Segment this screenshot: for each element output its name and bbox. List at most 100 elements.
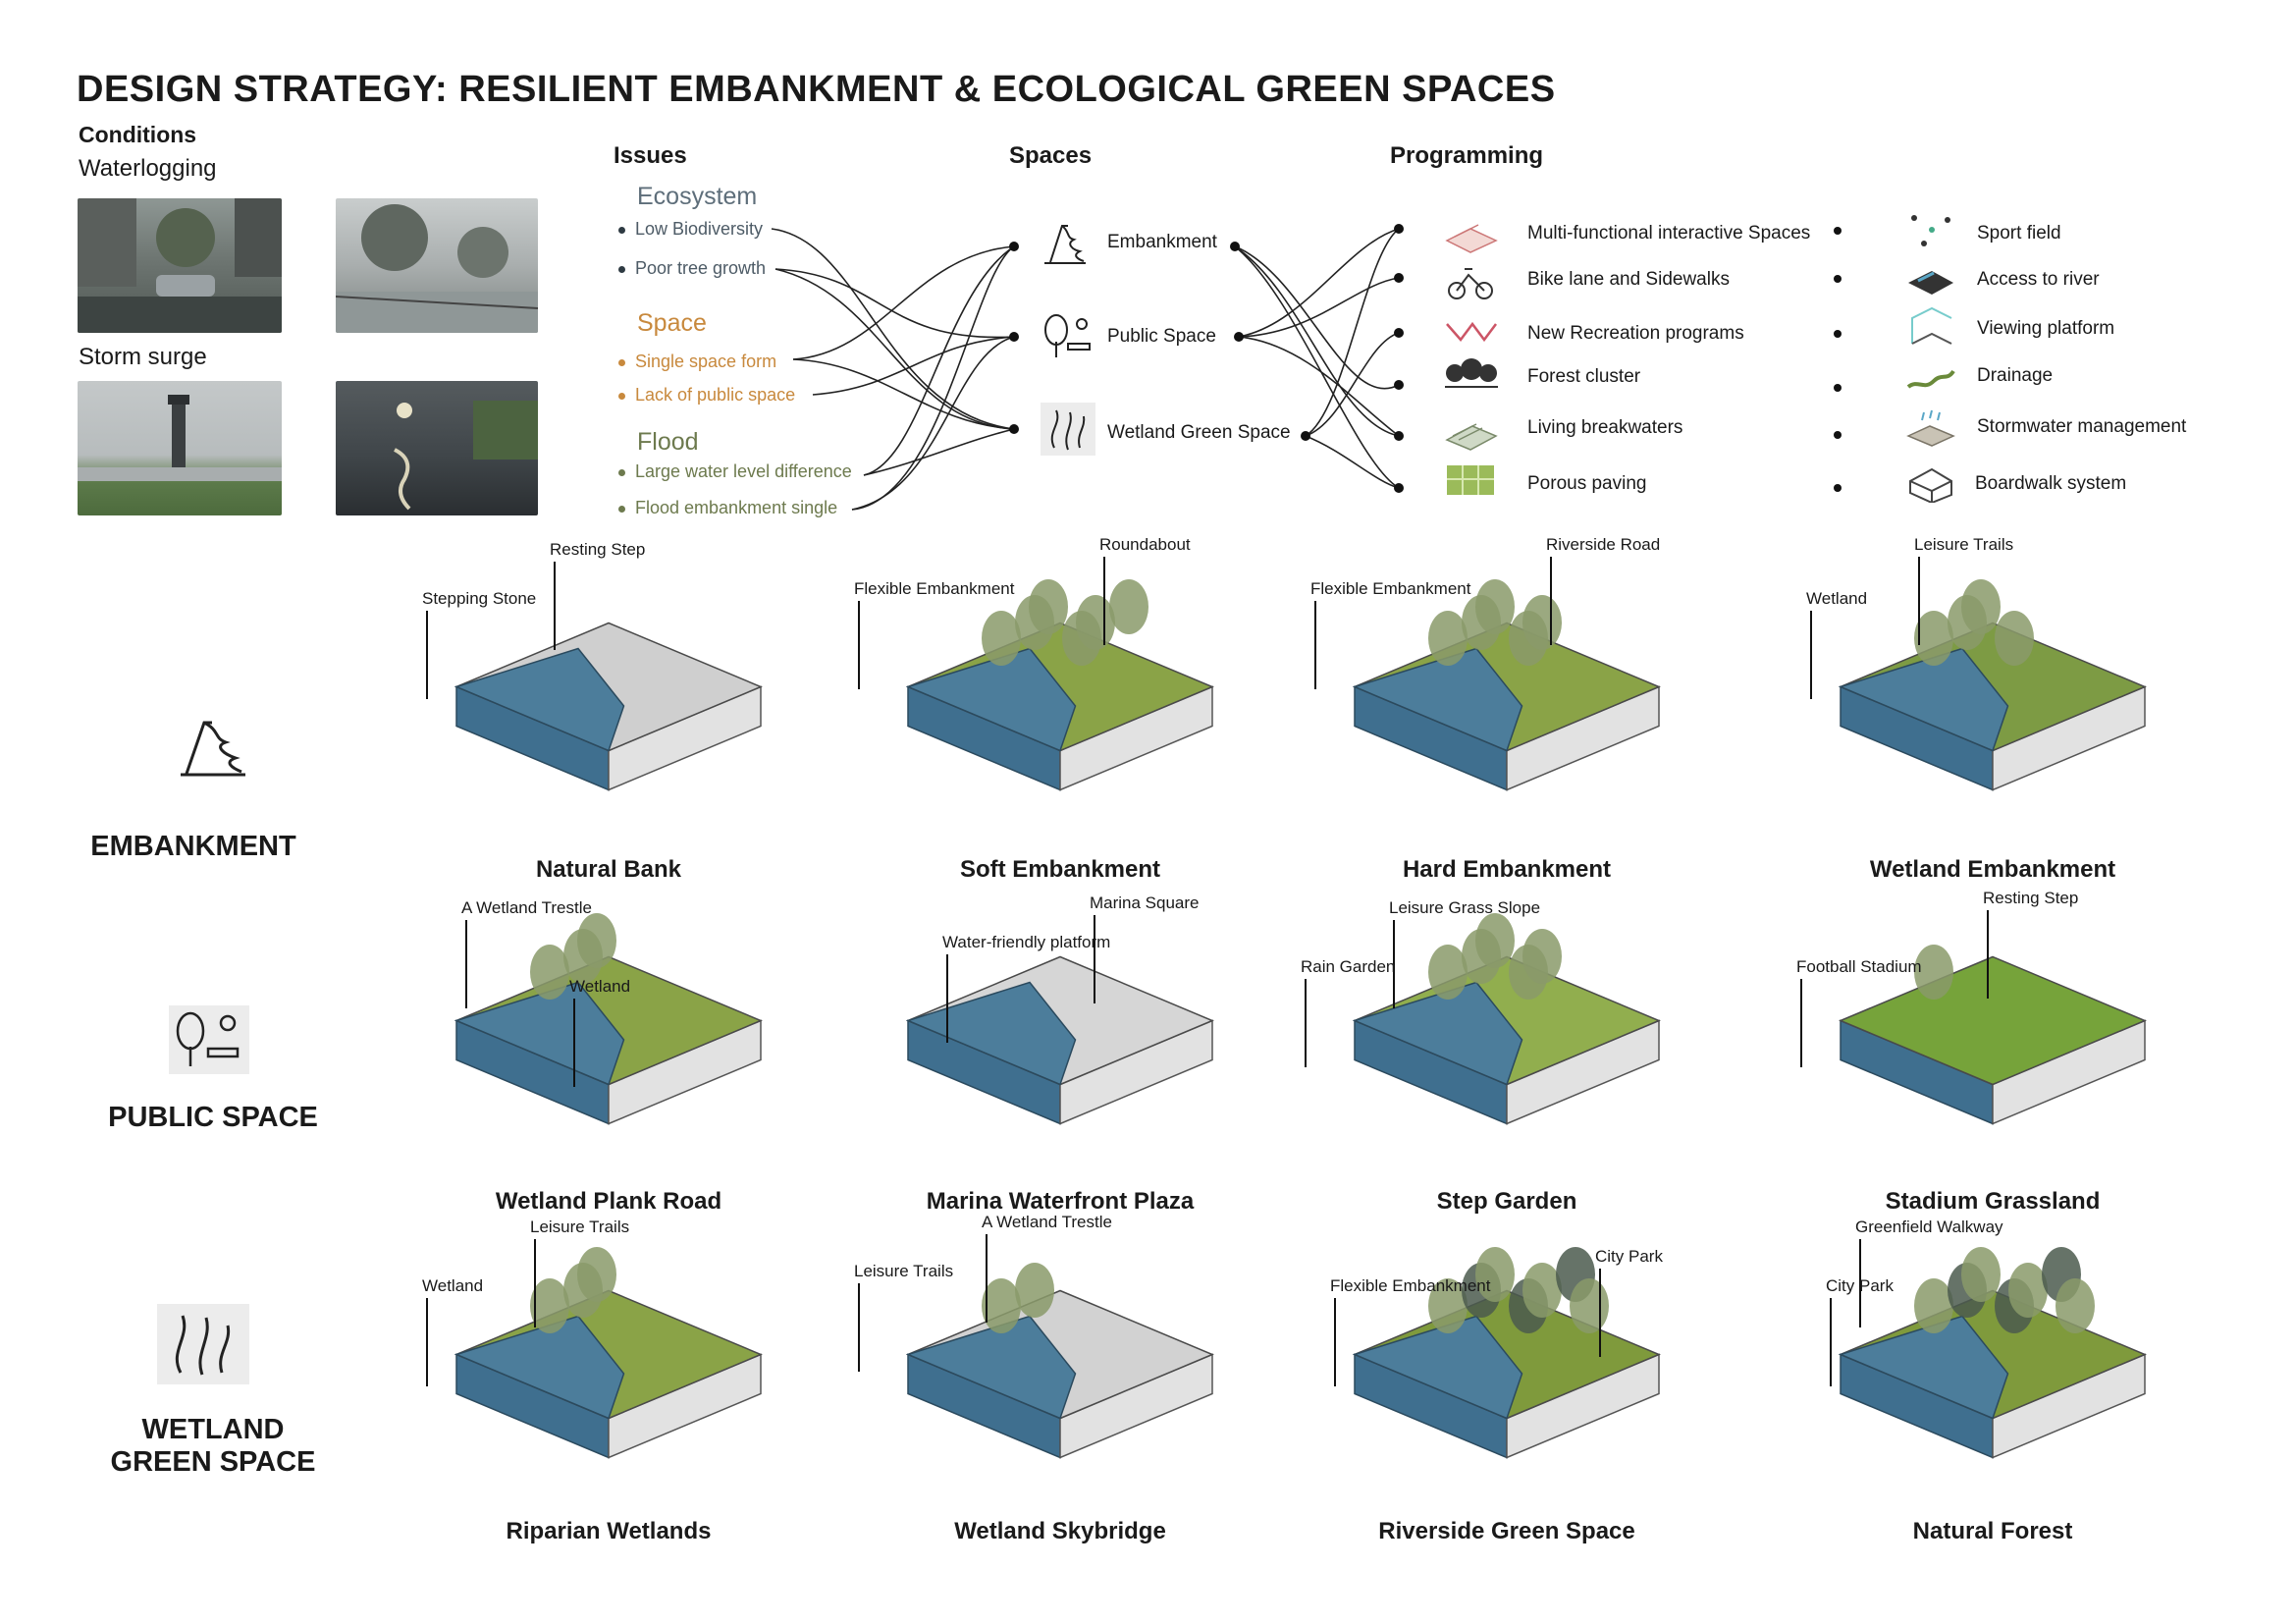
- block-water-surface: [454, 647, 625, 752]
- block-water-surface: [1352, 647, 1523, 752]
- storm-surge-label: Storm surge: [79, 344, 207, 370]
- night-flood-scene: [394, 401, 538, 511]
- annotation-leader-line: [986, 1234, 988, 1323]
- block-annotation: Water-friendly platform: [942, 933, 1111, 951]
- block-annotation: Resting Step: [1983, 889, 2079, 907]
- annotation-leader-line: [534, 1239, 536, 1327]
- block-annotation: Leisure Grass Slope: [1389, 898, 1541, 917]
- block-annotation: Wetland: [1806, 589, 1868, 608]
- program-drainage: Drainage: [1977, 365, 2054, 386]
- annotation-leader-line: [1810, 611, 1812, 699]
- program-dot: [1834, 484, 1842, 492]
- tree: [1995, 611, 2034, 666]
- tree: [1914, 611, 1953, 666]
- access-to-river-icon: [1908, 271, 1953, 295]
- annotation-leader-line: [1918, 557, 1920, 645]
- multi-functional-icon: [1445, 224, 1498, 253]
- tree: [1961, 579, 2001, 634]
- block-annotation: Flexible Embankment: [1310, 579, 1471, 598]
- waterlogging-photo-2: [336, 198, 538, 333]
- block-caption: Stadium Grassland: [1885, 1188, 2101, 1215]
- block-caption: Natural Forest: [1912, 1518, 2073, 1544]
- annotation-leader-line: [554, 562, 556, 650]
- issue-poor-tree-growth: Poor tree growth: [618, 258, 766, 279]
- tree: [577, 1247, 616, 1302]
- program-bike-lane-and-sidewalks: Bike lane and Sidewalks: [1527, 269, 1730, 290]
- tree: [1015, 1263, 1054, 1318]
- tree: [1475, 913, 1515, 968]
- annotation-leader-line: [858, 1283, 860, 1372]
- street-flood-scene: [78, 198, 282, 333]
- block-water-surface: [454, 981, 625, 1086]
- block-annotation: Wetland: [569, 977, 631, 996]
- tree: [1522, 929, 1562, 984]
- annotation-leader-line: [426, 611, 428, 699]
- row-label-public-space: PUBLIC SPACE: [108, 1102, 318, 1133]
- annotation-leader-line: [1859, 1239, 1861, 1327]
- block-water-surface: [1352, 981, 1523, 1086]
- flooded-promenade-scene: [336, 204, 538, 333]
- row-label-wetland-line2: GREEN SPACE: [110, 1446, 316, 1478]
- program-boardwalk-system: Boardwalk system: [1975, 473, 2127, 494]
- annotation-leader-line: [1305, 979, 1307, 1067]
- tree: [1428, 945, 1468, 1000]
- issue-category-ecosystem: Ecosystem: [637, 183, 758, 210]
- waterlogging-photo-1: [78, 198, 282, 333]
- tree: [1428, 611, 1468, 666]
- tree: [1570, 1278, 1609, 1333]
- block-annotation: City Park: [1595, 1247, 1663, 1266]
- annotation-leader-line: [1550, 557, 1552, 645]
- storm-surge-photo-1: [78, 381, 282, 515]
- tree: [530, 945, 569, 1000]
- drainage-icon: [1906, 369, 1955, 389]
- stormwater-management-icon: [1906, 409, 1955, 447]
- public-space-icon: [1044, 314, 1091, 357]
- annotation-leader-line: [1314, 601, 1316, 689]
- wetland-green-space-icon: [1041, 403, 1095, 456]
- forest-cluster-icon: [1445, 358, 1498, 388]
- block-water-surface: [905, 1315, 1077, 1420]
- section-block: [454, 622, 763, 791]
- issue-low-biodiversity: Low Biodiversity: [618, 219, 763, 240]
- block-annotation: Stepping Stone: [422, 589, 537, 608]
- tree: [982, 611, 1021, 666]
- block-caption: Natural Bank: [535, 856, 682, 883]
- tree: [1522, 1263, 1562, 1318]
- issue-category-flood: Flood: [637, 428, 699, 456]
- page-title: DESIGN STRATEGY: RESILIENT EMBANKMENT & …: [77, 69, 1556, 110]
- conditions-heading: Conditions: [79, 122, 197, 147]
- embankment-icon: [1044, 225, 1086, 264]
- program-dot: [1834, 384, 1842, 392]
- block-annotation: Marina Square: [1090, 893, 1200, 912]
- block-caption: Hard Embankment: [1402, 856, 1612, 883]
- porous-paving-icon: [1447, 465, 1494, 495]
- tree: [2008, 1263, 2048, 1318]
- section-block: [1839, 945, 2147, 1125]
- block-caption: Wetland Plank Road: [495, 1188, 722, 1215]
- annotation-leader-line: [573, 999, 575, 1087]
- space-public-space: Public Space: [1107, 326, 1216, 347]
- section-block: [454, 913, 763, 1125]
- viewing-platform-icon: [1911, 306, 1952, 345]
- block-annotation: City Park: [1826, 1276, 1894, 1295]
- row-public-space-icon: [169, 1005, 249, 1074]
- block-annotation: Riverside Road: [1546, 535, 1661, 554]
- section-block: [1838, 579, 2147, 791]
- bike-lane-icon: [1448, 268, 1493, 299]
- block-annotation: Flexible Embankment: [1330, 1276, 1491, 1295]
- block-water-surface: [454, 1315, 625, 1420]
- space-wetland-green-space: Wetland Green Space: [1107, 422, 1291, 443]
- section-block: [1838, 1247, 2147, 1459]
- connection-lines: [771, 224, 1404, 511]
- block-annotation: Flexible Embankment: [854, 579, 1015, 598]
- issue-single-space-form: Single space form: [618, 352, 776, 372]
- block-caption: Wetland Skybridge: [954, 1518, 1166, 1544]
- lighthouse-flood-scene: [78, 395, 282, 481]
- annotation-leader-line: [465, 920, 467, 1008]
- spaces-heading: Spaces: [1009, 142, 1093, 169]
- block-annotation: Wetland: [422, 1276, 484, 1295]
- annotation-leader-line: [1334, 1298, 1336, 1386]
- block-caption: Marina Waterfront Plaza: [926, 1188, 1195, 1215]
- annotation-leader-line: [426, 1298, 428, 1386]
- section-block: [905, 1263, 1214, 1459]
